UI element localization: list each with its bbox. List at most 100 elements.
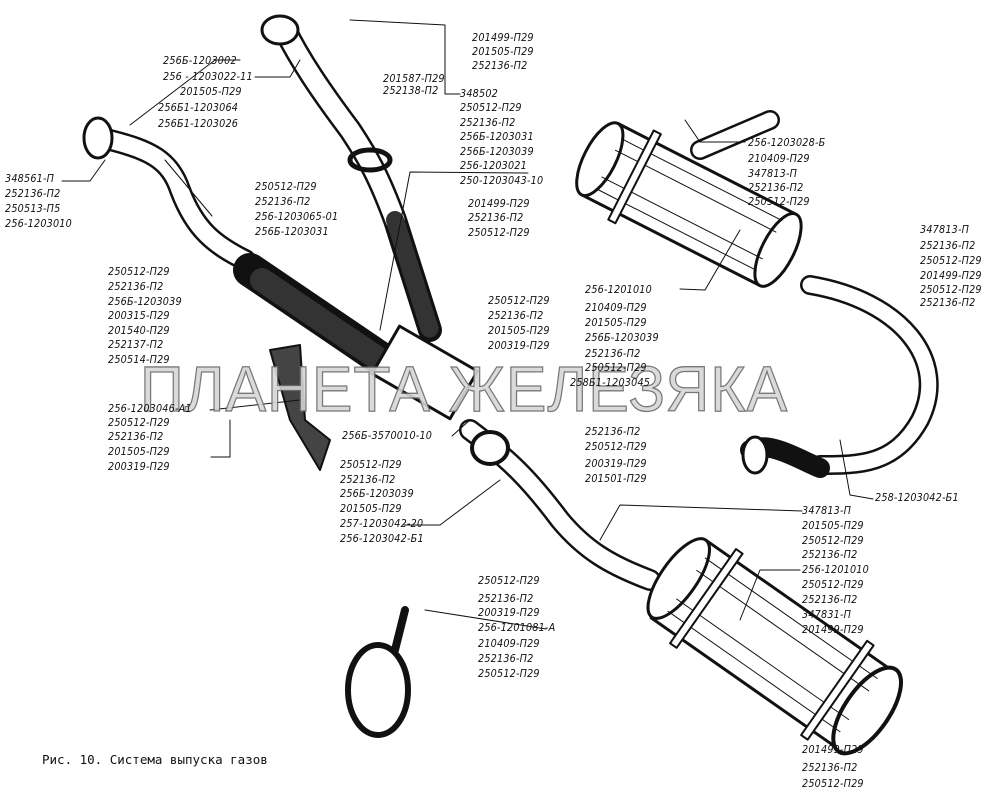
part-label: 250512-П29	[255, 181, 317, 193]
part-label: 252136-П2	[802, 594, 858, 606]
part-label: 250512-П29	[460, 102, 522, 114]
part-label: 252136-П2	[920, 240, 976, 252]
mounting-bracket	[269, 344, 331, 471]
part-label: 252136-П2	[472, 60, 528, 72]
part-label: 201505-П29	[340, 503, 402, 515]
part-label: 256-1201081-А	[478, 622, 556, 634]
lower-muffler	[646, 537, 904, 756]
upper-muffler	[575, 121, 803, 288]
front-left-pipe	[82, 116, 256, 271]
part-label: 201499-П29	[920, 270, 982, 282]
part-label: 201505-П29	[488, 325, 550, 337]
part-label: 252136-П2	[748, 182, 804, 194]
part-label: 347831-П	[802, 609, 852, 621]
part-label: 252136-П2	[802, 762, 858, 774]
part-label: 200319-П29	[478, 607, 540, 619]
part-label: 252136-П2	[255, 196, 311, 208]
flex-pipe	[233, 253, 407, 382]
part-label: 201505-П29	[108, 446, 170, 458]
part-label: 347813-П	[802, 505, 852, 517]
part-label: 250512-П29	[920, 284, 982, 296]
part-label: 256-1203010	[5, 218, 72, 230]
part-label: 348561-П	[5, 173, 55, 185]
part-label: 250512-П29	[802, 535, 864, 547]
inlet-pipe	[690, 110, 780, 160]
part-label: 256-1203046-А1	[108, 403, 192, 415]
part-label: 256Б-1203031	[255, 226, 329, 238]
part-label: 252136-П2	[585, 426, 641, 438]
part-label: 210409-П29	[478, 638, 540, 650]
part-label: 250512-П29	[108, 266, 170, 278]
part-label: 347813-П	[748, 168, 798, 180]
part-label: 201499-П29	[472, 32, 534, 44]
part-label: 201501-П29	[585, 473, 647, 485]
part-label: 210409-П29	[585, 302, 647, 314]
leader-lines	[61, 19, 874, 630]
part-label: 250512-П29	[478, 575, 540, 587]
part-label: 201540-П29	[108, 325, 170, 337]
clamp-ring	[345, 606, 411, 738]
part-label: 256Б1-1203064	[158, 102, 239, 114]
part-label: 250514-П29	[108, 354, 170, 366]
part-label: 250512-П29	[802, 778, 864, 790]
part-label: 210409-П29	[748, 153, 810, 165]
part-label: 256-1201010	[802, 564, 869, 576]
part-label: 252136-П2	[920, 297, 976, 309]
part-label: 201587-П29	[383, 73, 445, 85]
part-label: 250512-П29	[340, 459, 402, 471]
part-label: 250512-П29	[748, 196, 810, 208]
part-label: 201499-П29	[802, 624, 864, 636]
part-label: 250512-П29	[108, 417, 170, 429]
part-label: 256-1203028-Б	[748, 137, 826, 149]
part-label: 256Б-1203039	[585, 332, 659, 344]
part-label: 250513-П5	[5, 203, 61, 215]
part-label: 201505-П29	[472, 46, 534, 58]
part-label: 256Б-3570010-10	[342, 430, 433, 442]
part-label: 252136-П2	[585, 348, 641, 360]
curved-tail-pipe	[740, 275, 939, 478]
part-label: 250512-П29	[585, 362, 647, 374]
part-label: 200319-П29	[108, 461, 170, 473]
pipe-joint	[370, 324, 479, 421]
part-label: 201499-П29	[468, 198, 530, 210]
part-label: 250512-П29	[478, 668, 540, 680]
part-label: 252136-П2	[478, 593, 534, 605]
part-label: 256 - 1203022-11	[163, 71, 253, 83]
part-label: 256Б-1203039	[340, 488, 414, 500]
part-label: 252136-П2	[108, 281, 164, 293]
part-label: 256Б-1203002	[163, 55, 237, 67]
part-label: 256-1201010	[585, 284, 652, 296]
upper-pipe	[260, 14, 442, 342]
part-label: 252136-П2	[468, 212, 524, 224]
part-label: 250512-П29	[468, 227, 530, 239]
part-label: 200319-П29	[585, 458, 647, 470]
rear-pipe	[459, 419, 661, 591]
part-label: 250512-П29	[585, 441, 647, 453]
part-label: 252136-П2	[478, 653, 534, 665]
part-label: 257-1203042-20	[340, 518, 424, 530]
part-label: 258Б1-1203045	[570, 377, 651, 389]
part-label: 252138-П2	[383, 85, 439, 97]
part-label: 347813-П	[920, 224, 970, 236]
part-label: 256Б-1203039	[108, 296, 182, 308]
part-label: 252136-П2	[802, 549, 858, 561]
part-label: 252136-П2	[340, 474, 396, 486]
part-label: 258-1203042-Б1	[875, 492, 959, 504]
part-label: 252137-П2	[108, 339, 164, 351]
part-label: 252136-П2	[5, 188, 61, 200]
part-label: 250512-П29	[802, 579, 864, 591]
part-label: 250-1203043-10	[460, 175, 544, 187]
part-label: 252136-П2	[108, 431, 164, 443]
part-label: 256-1203021	[460, 160, 527, 172]
part-label: 252136-П2	[488, 310, 544, 322]
part-label: 256Б-1203031	[460, 131, 534, 143]
figure-caption: Рис. 10. Система выпуска газов	[42, 752, 268, 767]
part-label: 201505-П29	[180, 86, 242, 98]
part-label: 200319-П29	[488, 340, 550, 352]
part-label: 256Б1-1203026	[158, 118, 239, 130]
part-label: 250512-П29	[488, 295, 550, 307]
part-label: 256-1203042-Б1	[340, 533, 424, 545]
part-label: 201499-П29	[802, 744, 864, 756]
